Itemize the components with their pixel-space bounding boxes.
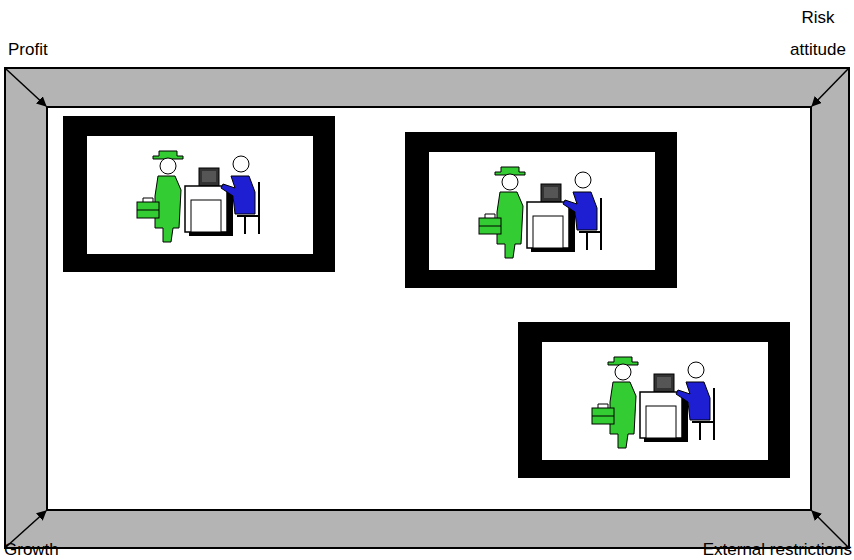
corner-label: External restrictions	[632, 540, 852, 560]
corner-label: Growth	[4, 540, 154, 560]
corner-label: Risk attitude	[782, 2, 854, 66]
corner-label: Profit	[8, 40, 128, 60]
